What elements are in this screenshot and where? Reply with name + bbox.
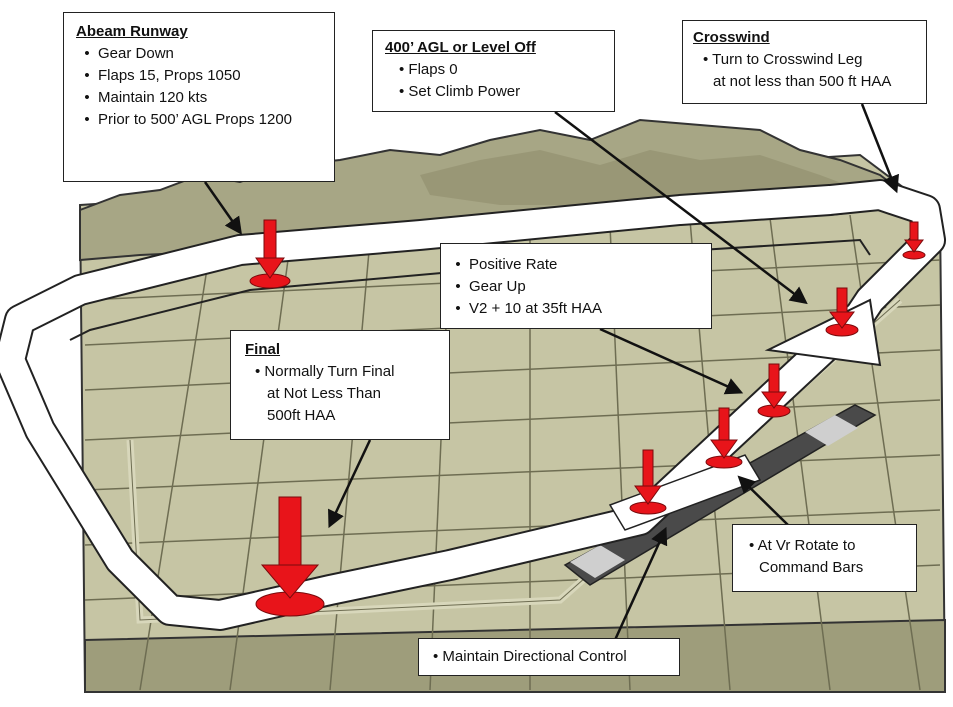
callout-level-off: 400’ AGL or Level Off • Flaps 0 • Set Cl… bbox=[372, 30, 615, 112]
positive-rate-item-speed: V2 + 10 at 35ft HAA bbox=[447, 298, 705, 320]
leader-arrows bbox=[203, 103, 899, 641]
level-off-item-flaps: • Flaps 0 bbox=[399, 61, 458, 78]
marker-climb-3 bbox=[705, 407, 743, 469]
marker-climb-2 bbox=[757, 363, 791, 418]
callout-positive-rate: Positive Rate Gear Up V2 + 10 at 35ft HA… bbox=[440, 243, 712, 329]
leader-final bbox=[328, 439, 372, 529]
leader-crosswind bbox=[860, 103, 899, 194]
positive-rate-item-rate: Positive Rate bbox=[447, 254, 705, 276]
marker-rotate bbox=[629, 449, 667, 515]
callout-abeam-runway: Abeam Runway Gear Down Flaps 15, Props 1… bbox=[63, 12, 335, 182]
marker-abeam bbox=[249, 219, 291, 289]
leader-level-off bbox=[554, 111, 808, 305]
abeam-item-speed: Maintain 120 kts bbox=[76, 87, 322, 109]
leader-positive-rate bbox=[599, 327, 744, 395]
callout-crosswind: Crosswind • Turn to Crosswind Leg at not… bbox=[682, 20, 927, 104]
takeoff-arrow-head bbox=[764, 298, 882, 367]
crosswind-line-1: • Turn to Crosswind Leg bbox=[703, 51, 863, 68]
callout-rotate: • At Vr Rotate to Command Bars bbox=[732, 524, 917, 592]
directional-text: • Maintain Directional Control bbox=[433, 648, 627, 665]
final-line-3: 500ft HAA bbox=[267, 407, 336, 424]
crosswind-line-2: at not less than 500 ft HAA bbox=[713, 73, 892, 90]
callout-final-title: Final bbox=[245, 341, 281, 358]
rotate-line-1: • At Vr Rotate to bbox=[749, 537, 856, 554]
marker-climb-1 bbox=[825, 287, 859, 337]
abeam-item-flaps: Flaps 15, Props 1050 bbox=[76, 65, 322, 87]
final-line-2: at Not Less Than bbox=[267, 385, 381, 402]
rotate-line-2: Command Bars bbox=[759, 559, 864, 576]
level-off-item-power: • Set Climb Power bbox=[399, 83, 521, 100]
abeam-item-props: Prior to 500’ AGL Props 1200 bbox=[76, 109, 322, 131]
callout-abeam-title: Abeam Runway bbox=[76, 23, 188, 40]
final-line-1: • Normally Turn Final bbox=[255, 363, 395, 380]
marker-crosswind bbox=[902, 221, 926, 260]
leader-rotate bbox=[737, 475, 789, 526]
pattern-markers bbox=[249, 219, 926, 617]
leader-abeam bbox=[203, 181, 243, 235]
abeam-item-gear: Gear Down bbox=[76, 43, 322, 65]
callout-directional-control: • Maintain Directional Control bbox=[418, 638, 680, 676]
callout-final: Final • Normally Turn Final at Not Less … bbox=[230, 330, 450, 440]
callout-level-off-title: 400’ AGL or Level Off bbox=[385, 39, 536, 56]
marker-final bbox=[255, 496, 325, 617]
leader-directional bbox=[613, 526, 668, 641]
callout-crosswind-title: Crosswind bbox=[693, 29, 770, 46]
positive-rate-item-gear: Gear Up bbox=[447, 276, 705, 298]
